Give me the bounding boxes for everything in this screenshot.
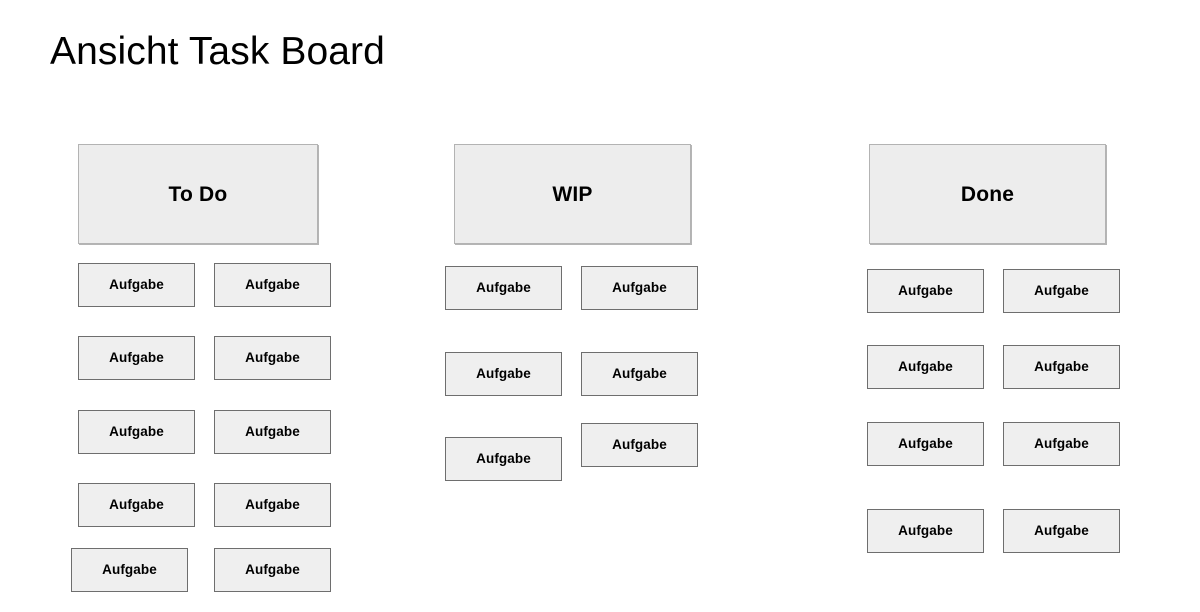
task-card[interactable]: Aufgabe xyxy=(78,483,195,527)
task-card[interactable]: Aufgabe xyxy=(445,266,562,310)
task-card-label: Aufgabe xyxy=(245,562,300,578)
task-card-label: Aufgabe xyxy=(898,523,953,539)
column-title-todo: To Do xyxy=(168,182,228,206)
task-card[interactable]: Aufgabe xyxy=(867,509,984,553)
task-card[interactable]: Aufgabe xyxy=(78,410,195,454)
task-card[interactable]: Aufgabe xyxy=(1003,422,1120,466)
task-card-label: Aufgabe xyxy=(245,277,300,293)
task-card[interactable]: Aufgabe xyxy=(1003,269,1120,313)
task-card-label: Aufgabe xyxy=(109,424,164,440)
task-card[interactable]: Aufgabe xyxy=(581,352,698,396)
task-card[interactable]: Aufgabe xyxy=(867,345,984,389)
task-card-label: Aufgabe xyxy=(898,359,953,375)
task-card-label: Aufgabe xyxy=(898,283,953,299)
task-card-label: Aufgabe xyxy=(1034,283,1089,299)
column-title-wip: WIP xyxy=(552,182,593,206)
task-card-label: Aufgabe xyxy=(109,497,164,513)
task-card[interactable]: Aufgabe xyxy=(1003,345,1120,389)
column-header-done[interactable]: Done xyxy=(869,144,1106,244)
task-card-label: Aufgabe xyxy=(898,436,953,452)
column-header-todo[interactable]: To Do xyxy=(78,144,318,244)
page-title: Ansicht Task Board xyxy=(50,30,385,73)
task-card[interactable]: Aufgabe xyxy=(214,548,331,592)
task-card-label: Aufgabe xyxy=(109,277,164,293)
task-card-label: Aufgabe xyxy=(245,497,300,513)
column-title-done: Done xyxy=(960,182,1015,206)
task-card-label: Aufgabe xyxy=(1034,359,1089,375)
task-card[interactable]: Aufgabe xyxy=(867,269,984,313)
task-card[interactable]: Aufgabe xyxy=(78,336,195,380)
task-card[interactable]: Aufgabe xyxy=(445,437,562,481)
task-card-label: Aufgabe xyxy=(476,280,531,296)
task-card[interactable]: Aufgabe xyxy=(214,263,331,307)
task-card-label: Aufgabe xyxy=(1034,523,1089,539)
task-card[interactable]: Aufgabe xyxy=(214,336,331,380)
task-card[interactable]: Aufgabe xyxy=(78,263,195,307)
task-card-label: Aufgabe xyxy=(476,451,531,467)
task-card-label: Aufgabe xyxy=(245,424,300,440)
task-card-label: Aufgabe xyxy=(109,350,164,366)
task-card[interactable]: Aufgabe xyxy=(445,352,562,396)
task-card-label: Aufgabe xyxy=(102,562,157,578)
column-header-wip[interactable]: WIP xyxy=(454,144,691,244)
task-card-label: Aufgabe xyxy=(1034,436,1089,452)
task-card[interactable]: Aufgabe xyxy=(214,483,331,527)
task-card-label: Aufgabe xyxy=(612,280,667,296)
task-card[interactable]: Aufgabe xyxy=(867,422,984,466)
task-card-label: Aufgabe xyxy=(476,366,531,382)
task-card-label: Aufgabe xyxy=(612,366,667,382)
task-card[interactable]: Aufgabe xyxy=(581,423,698,467)
task-card[interactable]: Aufgabe xyxy=(1003,509,1120,553)
task-card-label: Aufgabe xyxy=(245,350,300,366)
task-card[interactable]: Aufgabe xyxy=(581,266,698,310)
task-card[interactable]: Aufgabe xyxy=(71,548,188,592)
task-card-label: Aufgabe xyxy=(612,437,667,453)
task-card[interactable]: Aufgabe xyxy=(214,410,331,454)
